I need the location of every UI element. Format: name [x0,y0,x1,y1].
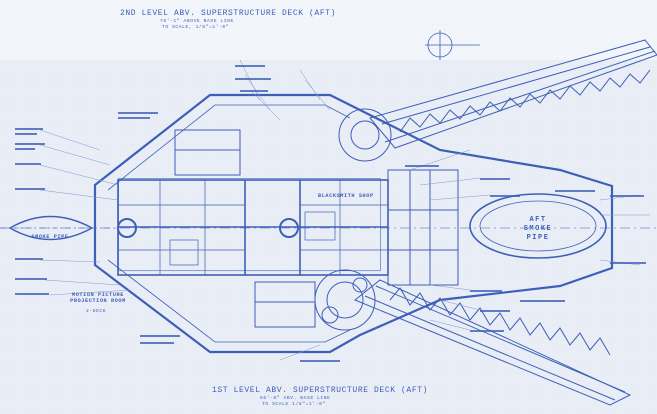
aft-smoke-pipe [469,193,607,259]
leader-lines [39,59,650,361]
top-subtitle-1: 76'-1" ABOVE BASE LINE [160,19,234,24]
smoke-pipe-label: SMOKE PIPE [31,234,69,240]
bottom-title: 1ST LEVEL ABV. SUPERSTRUCTURE DECK (AFT) [212,386,429,395]
blacksmith-label: BLACKSMITH SHOP [318,193,374,199]
lower-crane-boom [314,269,632,406]
upper-crane-boom [338,39,657,162]
superstructure-outline [93,93,614,354]
bottom-subtitle-1: 66'-8" ABV. BASE LINE [260,396,331,401]
motion-picture-sub: 2-DECK [86,309,107,314]
top-subtitle-2: TO SCALE, 1/8"=1'-0" [162,25,230,30]
aft-structure [174,129,459,328]
smoke-pipe [0,215,118,241]
motion-picture-label: MOTION PICTURE PROJECTION ROOM [70,292,126,304]
aft-smoke-pipe-label: AFT SMOKE PIPE [523,216,553,242]
bottom-subtitle-2: TO SCALE 1/8"=1'-0" [262,402,326,407]
annotation-blocks [15,65,646,362]
top-title: 2ND LEVEL ABV. SUPERSTRUCTURE DECK (AFT) [120,9,337,18]
north-symbol [425,30,480,60]
